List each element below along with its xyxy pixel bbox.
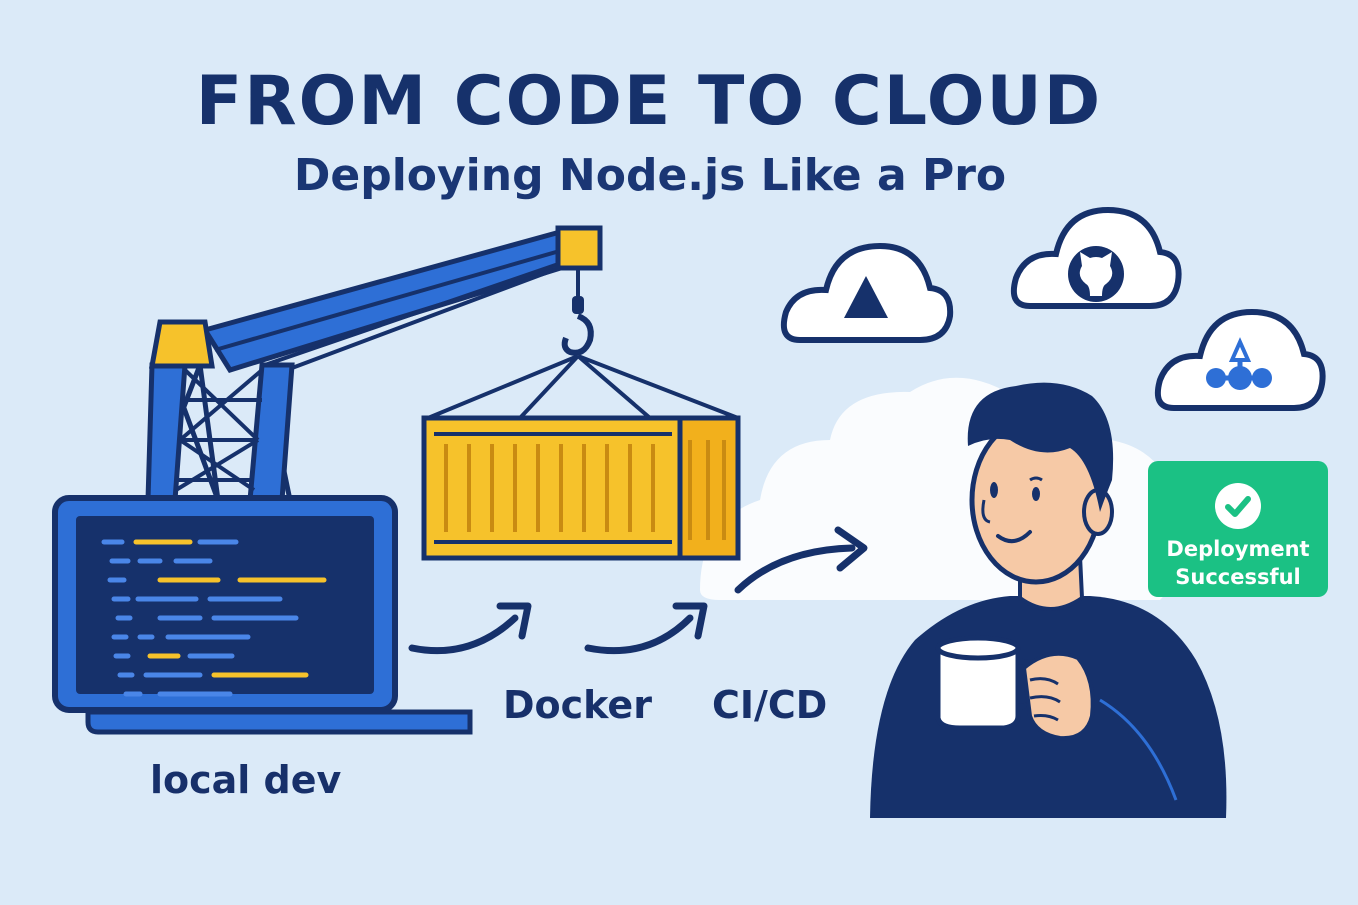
page-subtitle: Deploying Node.js Like a Pro bbox=[293, 150, 1007, 201]
stage-label-docker: Docker bbox=[503, 683, 652, 727]
badge-line-1: Deployment bbox=[1166, 537, 1310, 561]
developer-figure bbox=[870, 382, 1227, 818]
deployment-success-badge: Deployment Successful bbox=[1148, 461, 1328, 597]
crane bbox=[145, 225, 739, 503]
cloud-network bbox=[1154, 308, 1326, 411]
shipping-container bbox=[421, 415, 741, 561]
stage-label-local-dev: local dev bbox=[150, 758, 342, 802]
stage-label-ci-cd: CI/CD bbox=[712, 683, 828, 727]
flow-arrows bbox=[408, 526, 868, 655]
triangle-icon bbox=[844, 276, 888, 318]
network-icon bbox=[1206, 337, 1272, 390]
github-icon bbox=[1068, 246, 1124, 302]
cloud-github bbox=[1010, 206, 1182, 309]
badge-line-2: Successful bbox=[1175, 565, 1301, 589]
page-title: FROM CODE TO CLOUD bbox=[195, 62, 1103, 141]
check-circle-icon bbox=[1215, 483, 1261, 529]
cloud-triangle bbox=[780, 242, 954, 343]
laptop bbox=[52, 495, 473, 735]
